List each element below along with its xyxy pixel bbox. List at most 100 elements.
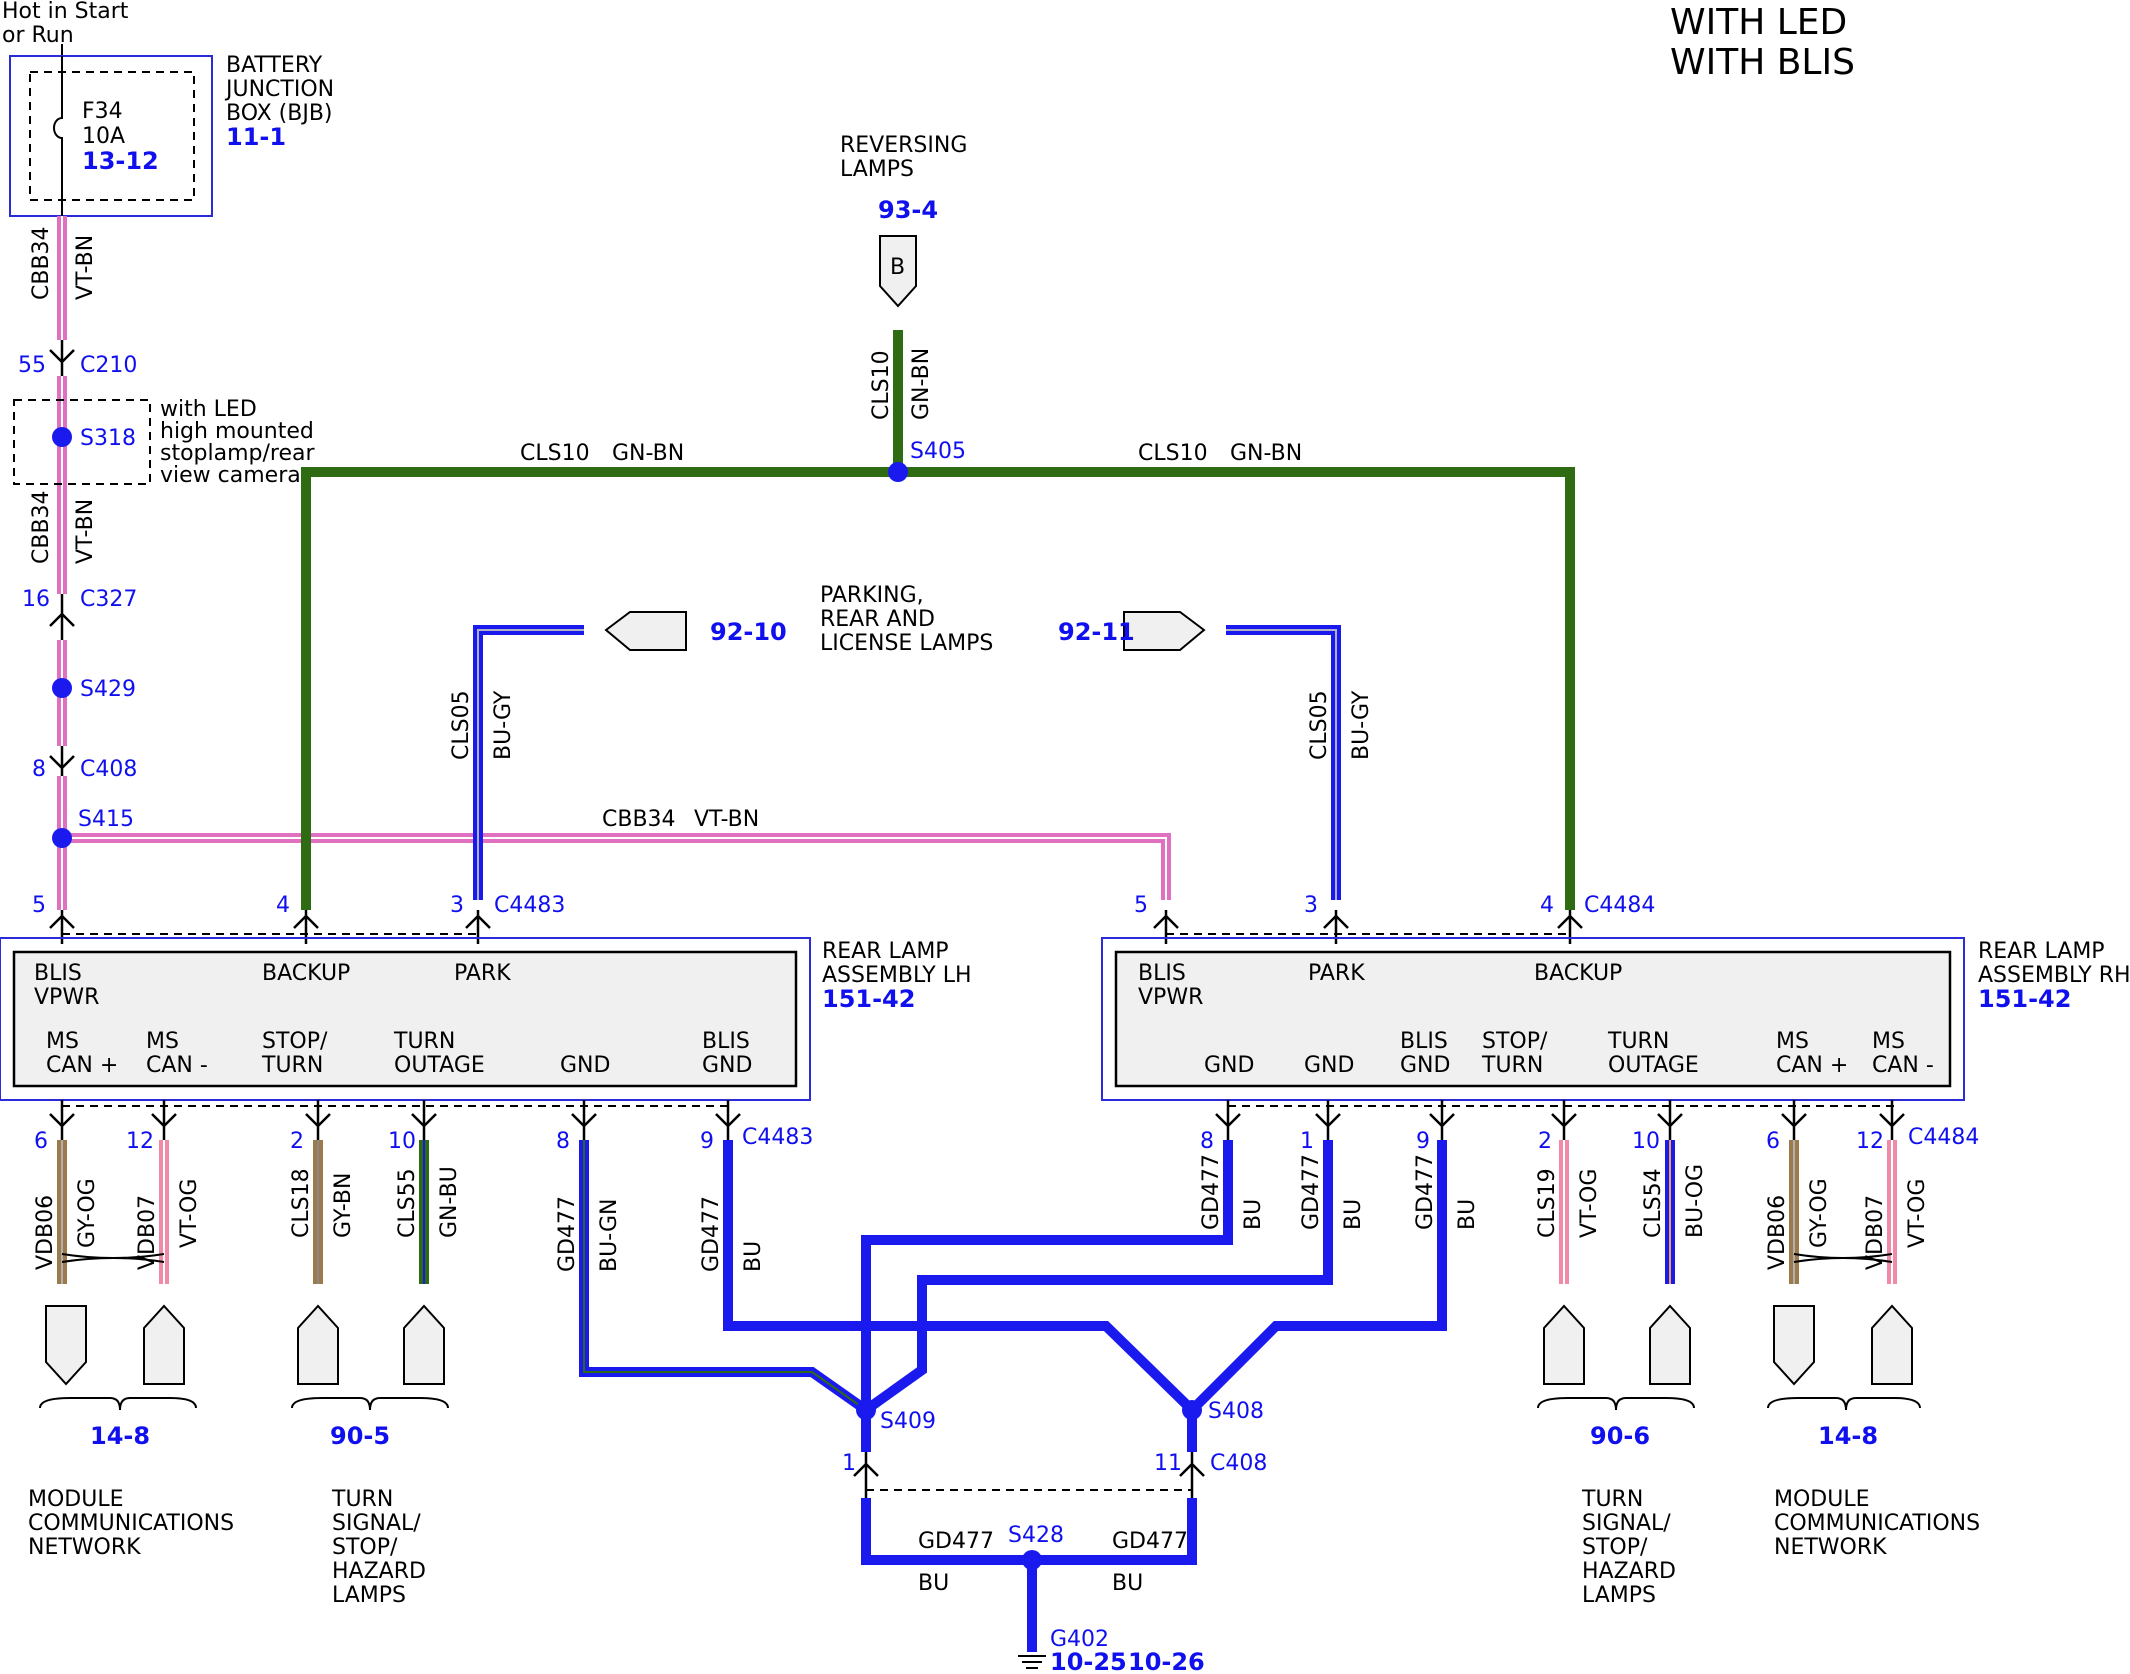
rh-ref-14-8: 14-8: [1818, 1422, 1878, 1450]
rh-mcn-tag-2: [1871, 1304, 1913, 1385]
rh-ref: 151-42: [1978, 985, 2071, 1013]
gd477-lh-pin8-wire: [579, 1140, 869, 1415]
lh-tsl-4: HAZARD: [332, 1559, 426, 1584]
gn-bn-right-label: GN-BN: [1230, 441, 1302, 466]
or-run-label: or Run: [2, 23, 74, 48]
rh-title-2: ASSEMBLY RH: [1978, 963, 2130, 988]
gd477-rh-pin8-label: GD477: [1199, 1154, 1224, 1230]
ground-icon: [1018, 1655, 1046, 1669]
lh-blis-gnd-1: BLIS: [702, 1029, 750, 1054]
rh-ref-90-6: 90-6: [1590, 1422, 1650, 1450]
cbb34-horizontal-wire: [62, 833, 1171, 900]
lh-pin2: 2: [290, 1129, 304, 1154]
lh-pin8-arrow: [571, 1100, 597, 1140]
lh-tsl-3: STOP/: [332, 1535, 398, 1560]
rh-mcn-2: COMMUNICATIONS: [1774, 1511, 1980, 1536]
lh-blis-vpwr-1: BLIS: [34, 961, 82, 986]
g402-ref-2: 10-26: [1128, 1648, 1205, 1674]
s429-label: S429: [80, 677, 136, 702]
rh-tsl-5: LAMPS: [1582, 1583, 1656, 1608]
rh-pin10-arrow: [1657, 1100, 1683, 1140]
cbb34-label-upper: CBB34: [29, 226, 54, 300]
lh-pin6-arrow: [49, 1100, 75, 1140]
rh-turn-tag-1: [1543, 1304, 1585, 1385]
s405-label: S405: [910, 439, 966, 464]
rh-turn-outage-2: OUTAGE: [1608, 1053, 1699, 1078]
rh-pin1-arrow: [1315, 1100, 1341, 1140]
c327-pin: 16: [22, 587, 50, 612]
lh-ref-90-5: 90-5: [330, 1422, 390, 1450]
rear-lamp-rh-component: [1114, 950, 1952, 1088]
lh-pin5: 5: [32, 893, 46, 918]
rh-pin6: 6: [1766, 1129, 1780, 1154]
s405-splice: [888, 462, 908, 482]
gn-bu-lh-label: GN-BU: [437, 1166, 462, 1238]
cls55-lh-label: CLS55: [395, 1168, 420, 1238]
rh-pin12: 12: [1856, 1129, 1884, 1154]
parking-rh-ref: 92-11: [1058, 618, 1135, 646]
rh-pin1: 1: [1300, 1129, 1314, 1154]
rh-stop-turn-2: TURN: [1481, 1053, 1543, 1078]
lh-stop-turn-2: TURN: [261, 1053, 323, 1078]
lh-tsl-5: LAMPS: [332, 1583, 406, 1608]
gd477-lh-pin9-label: GD477: [699, 1196, 724, 1272]
lh-tsl-1: TURN: [331, 1487, 393, 1512]
led-note-1: with LED: [160, 397, 257, 422]
lh-ms-can-p-2: CAN +: [46, 1053, 118, 1078]
lh-gnd: GND: [560, 1053, 610, 1078]
gy-og-lh-label: GY-OG: [75, 1178, 100, 1248]
cls05-lh-wire: [473, 625, 584, 900]
parking-lamps-3: LICENSE LAMPS: [820, 631, 993, 656]
rh-turn-tag-2: [1649, 1304, 1691, 1385]
rh-turn-brace: [1537, 1397, 1695, 1411]
gn-bn-vertical-label: GN-BN: [909, 348, 934, 420]
bjb-ref: 11-1: [226, 123, 286, 151]
lh-title-1: REAR LAMP: [822, 939, 949, 964]
rh-pin12-arrow: [1879, 1100, 1905, 1140]
cls18-lh-label: CLS18: [289, 1168, 314, 1238]
vt-og-lh-label: VT-OG: [177, 1179, 202, 1248]
s409-label: S409: [880, 1409, 936, 1434]
s415-label: S415: [78, 807, 134, 832]
c408-pin11: 11: [1154, 1451, 1182, 1476]
rh-pin2: 2: [1538, 1129, 1552, 1154]
lh-park: PARK: [454, 961, 511, 986]
lh-pin4: 4: [276, 893, 290, 918]
lh-pin3: 3: [450, 893, 464, 918]
lh-turn-tag-1: [297, 1304, 339, 1385]
c408-upper-connector-symbol: [49, 746, 75, 776]
g402-ref-1: 10-25: [1050, 1648, 1127, 1674]
gd477-rh-pin8-wire: [861, 1140, 1233, 1410]
cls05-rh-label: CLS05: [1307, 690, 1332, 760]
lh-stop-turn-1: STOP/: [262, 1029, 328, 1054]
lh-ms-can-m-2: CAN -: [146, 1053, 208, 1078]
bu-og-rh-label: BU-OG: [1683, 1164, 1708, 1238]
gy-og-rh-label: GY-OG: [1807, 1178, 1832, 1248]
rh-blis-vpwr-2: VPWR: [1138, 985, 1203, 1010]
g402-label: G402: [1050, 1627, 1109, 1652]
rh-ms-can-p-1: MS: [1776, 1029, 1809, 1054]
cls10-right-label: CLS10: [1138, 441, 1208, 466]
bu-s428-right-label: BU: [1112, 1571, 1143, 1596]
cbb34-label-lower: CBB34: [29, 490, 54, 564]
led-note-4: view camera: [160, 463, 301, 488]
c4484-top-label: C4484: [1584, 893, 1655, 918]
lh-mcn-tag-1: [45, 1305, 87, 1386]
parking-lh-tag: [604, 611, 687, 651]
bu-rh-pin9-label: BU: [1455, 1199, 1480, 1230]
led-note-3: stoplamp/rear: [160, 441, 315, 466]
rh-pin8-arrow: [1215, 1100, 1241, 1140]
rh-pin8: 8: [1200, 1129, 1214, 1154]
rh-pin9: 9: [1416, 1129, 1430, 1154]
cls05-lh-label: CLS05: [449, 690, 474, 760]
bu-lh-pin9-label: BU: [741, 1241, 766, 1272]
vdb07-rh-label: VDB07: [1863, 1195, 1888, 1270]
rh-mcn-1: MODULE: [1774, 1487, 1870, 1512]
s408-label: S408: [1208, 1399, 1264, 1424]
cls19-rh-label: CLS19: [1535, 1168, 1560, 1238]
reversing-connector-tag: [879, 235, 917, 308]
rh-gnd-1: GND: [1304, 1053, 1354, 1078]
fuse-ref: 13-12: [82, 147, 159, 175]
gd477-rh-pin1-wire: [863, 1140, 1333, 1415]
rh-tsl-2: SIGNAL/: [1582, 1511, 1671, 1536]
